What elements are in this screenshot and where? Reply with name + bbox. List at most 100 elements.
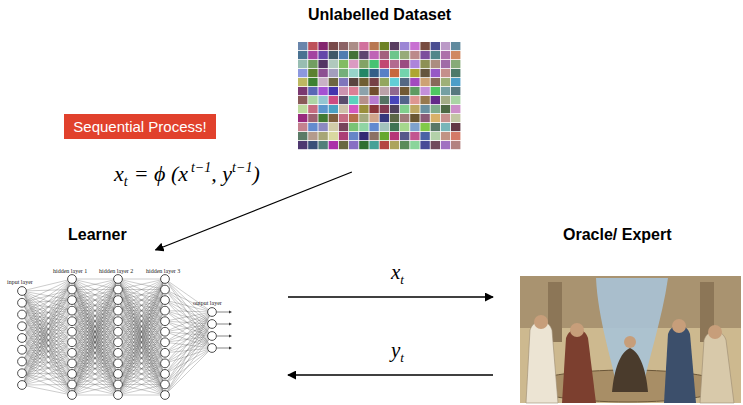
network-link <box>22 338 72 384</box>
network-link <box>165 312 212 353</box>
edge-label-text: x <box>391 260 400 284</box>
thumbnail <box>390 132 399 140</box>
network-link <box>22 373 72 395</box>
thumbnail <box>400 69 409 77</box>
neuron <box>18 310 27 319</box>
network-link <box>118 332 165 395</box>
connector-arrow <box>288 296 493 297</box>
neuron <box>68 296 77 305</box>
network-link <box>22 300 72 385</box>
neuron <box>68 317 77 326</box>
thumbnail <box>441 78 450 86</box>
network-link <box>118 279 165 374</box>
thumbnail <box>308 105 317 113</box>
network-link <box>165 336 212 342</box>
painting-head <box>624 336 636 348</box>
network-link <box>118 321 165 395</box>
thumbnail <box>420 42 429 50</box>
network-link <box>72 279 118 290</box>
network-link <box>22 363 72 373</box>
neuron <box>114 359 123 368</box>
thumbnail <box>400 87 409 95</box>
network-link <box>22 311 72 374</box>
neuron <box>18 298 27 307</box>
neuron <box>114 391 123 400</box>
thumbnail <box>431 105 440 113</box>
network-link <box>22 290 72 385</box>
neuron <box>114 306 123 315</box>
thumbnail <box>318 96 327 104</box>
thumbnail <box>339 78 348 86</box>
network-link <box>118 279 165 374</box>
thumbnail <box>420 60 429 68</box>
layer-label: input layer <box>7 279 33 285</box>
thumbnail <box>441 123 450 131</box>
thumbnail <box>318 105 327 113</box>
thumbnail <box>308 69 317 77</box>
formula-part: t−1 <box>191 160 211 175</box>
network-link <box>22 385 72 395</box>
thumbnail <box>298 69 307 77</box>
thumbnail <box>339 105 348 113</box>
neuron <box>114 317 123 326</box>
network-link <box>118 374 165 395</box>
thumbnail <box>329 60 338 68</box>
network-link <box>22 290 72 362</box>
network-link <box>22 363 72 385</box>
network-link <box>22 279 72 373</box>
network-link <box>22 332 72 362</box>
output-arrow <box>217 312 229 313</box>
output-arrow <box>217 336 229 337</box>
network-link <box>165 311 212 336</box>
neuron <box>114 296 123 305</box>
thumbnail <box>369 114 378 122</box>
thumbnail <box>451 96 460 104</box>
network-link <box>118 374 165 395</box>
thumbnail <box>308 141 317 149</box>
thumbnail <box>410 123 419 131</box>
thumbnail <box>390 78 399 86</box>
thumbnail <box>308 51 317 59</box>
thumbnail <box>400 141 409 149</box>
network-link <box>72 332 118 395</box>
thumbnail <box>420 78 429 86</box>
thumbnail <box>410 141 419 149</box>
thumbnail <box>369 132 378 140</box>
thumbnail <box>380 87 389 95</box>
thumbnail <box>400 123 409 131</box>
thumbnail <box>390 141 399 149</box>
network-link <box>118 300 165 395</box>
thumbnail <box>349 96 358 104</box>
thumbnail <box>390 42 399 50</box>
thumbnail <box>400 78 409 86</box>
network-link <box>118 363 165 395</box>
thumbnail <box>369 60 378 68</box>
network-link <box>72 279 118 395</box>
thumbnail <box>390 96 399 104</box>
network-link <box>72 363 118 395</box>
thumbnail <box>390 114 399 122</box>
network-link <box>118 353 165 395</box>
thumbnail <box>339 132 348 140</box>
painting-figure <box>562 329 596 403</box>
thumbnail <box>380 141 389 149</box>
thumbnail <box>410 42 419 50</box>
network-link <box>118 332 165 395</box>
thumbnail <box>298 123 307 131</box>
thumbnail <box>431 42 440 50</box>
layer-label: hidden layer 2 <box>99 268 133 274</box>
painting-smoke <box>596 278 668 392</box>
thumbnail <box>400 132 409 140</box>
thumbnail <box>420 123 429 131</box>
thumbnail <box>359 78 368 86</box>
thumbnail <box>441 69 450 77</box>
network-link <box>72 395 118 396</box>
thumbnail <box>380 69 389 77</box>
painting-head <box>534 315 548 329</box>
network-link <box>165 279 212 336</box>
neuron <box>68 391 77 400</box>
network-link <box>165 311 212 348</box>
thumbnail <box>339 51 348 59</box>
thumbnail <box>420 96 429 104</box>
neuron <box>68 359 77 368</box>
